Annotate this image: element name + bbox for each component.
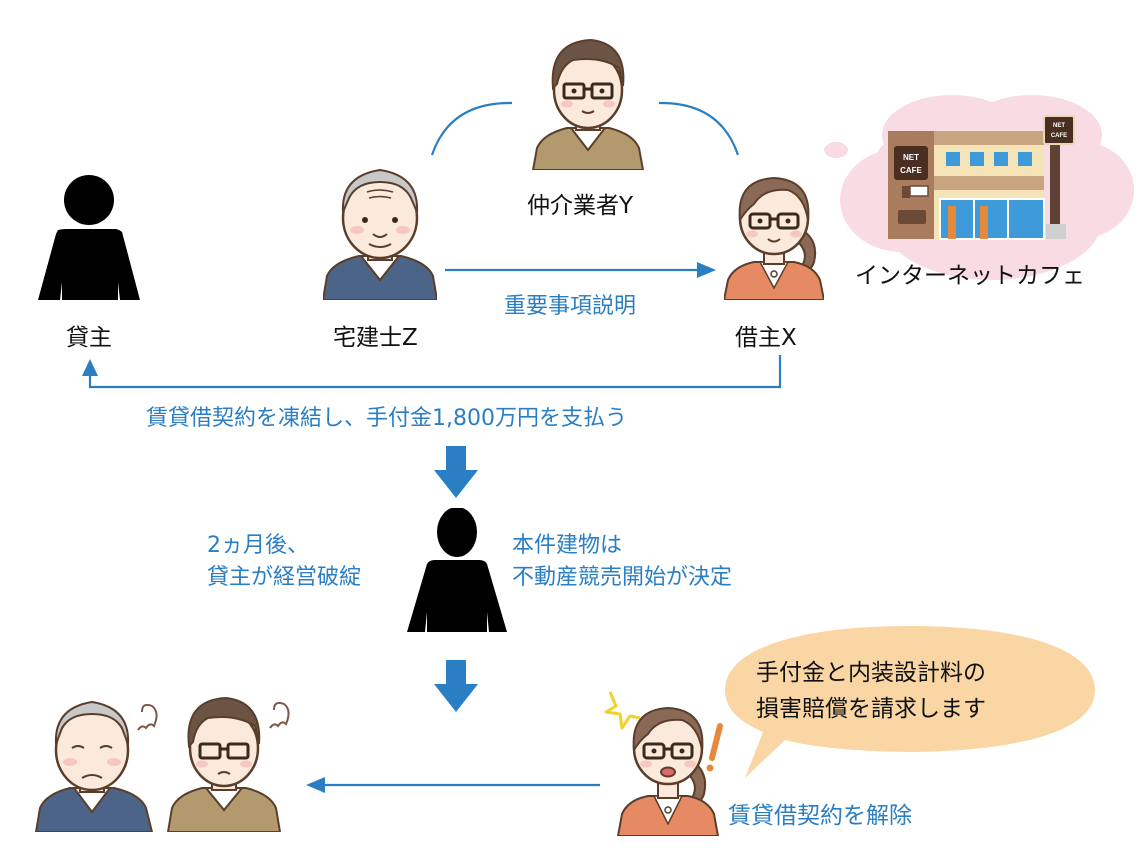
cafe-sign-line2: CAFE <box>900 166 922 175</box>
event-left-line2: 貸主が経営破綻 <box>207 565 362 590</box>
label-lessee-x: 借主X <box>735 325 797 351</box>
cancel-arrowhead <box>306 777 325 793</box>
event-auction-decided: 本件建物は 不動産競売開始が決定 <box>512 530 732 594</box>
event-left-line1: 2ヵ月後、 <box>207 533 309 558</box>
lessee-x-avatar-icon <box>724 176 824 300</box>
event-right-line1: 本件建物は <box>512 533 623 558</box>
cafe-sign-line1: NET <box>903 153 919 162</box>
down-arrow-2 <box>434 660 478 712</box>
agent-z-worried-avatar-icon <box>34 700 158 832</box>
lessor-silhouette-icon <box>38 175 140 300</box>
event-right-line2: 不動産競売開始が決定 <box>512 565 733 590</box>
caption-cancel-contract: 賃貸借契約を解除 <box>728 803 912 829</box>
lessee-x-surprised-avatar-icon <box>604 691 723 836</box>
contract-arrowhead <box>82 359 98 376</box>
speech-line1: 手付金と内装設計料の <box>756 660 986 686</box>
pole-sign-line1: NET <box>1053 123 1065 129</box>
broker-arc-right <box>658 101 740 156</box>
broker-y-worried-avatar-icon <box>166 696 290 832</box>
caption-contract-payment: 賃貸借契約を凍結し、手付金1,800万円を支払う <box>146 406 627 431</box>
label-internet-cafe: インターネットカフェ <box>855 263 1085 289</box>
explanation-arrowhead <box>697 262 716 278</box>
label-agent-z: 宅建士Z <box>333 325 418 351</box>
event-lessor-bankrupt: 2ヵ月後、 貸主が経営破綻 <box>207 530 361 594</box>
speech-text: 手付金と内装設計料の 損害賠償を請求します <box>756 655 986 727</box>
speech-line2: 損害賠償を請求します <box>756 696 986 722</box>
broker-y-avatar-icon <box>531 38 645 170</box>
contract-arrow-line <box>88 355 782 389</box>
pole-sign-line2: CAFE <box>1051 133 1067 139</box>
middle-silhouette-icon <box>407 508 507 632</box>
broker-arc-left <box>430 101 513 156</box>
label-lessor: 貸主 <box>66 325 112 351</box>
agent-z-avatar-icon <box>323 168 437 300</box>
down-arrow-1 <box>434 446 478 498</box>
caption-explanation: 重要事項説明 <box>504 294 637 319</box>
label-broker-y: 仲介業者Y <box>527 193 634 219</box>
speech-bubble <box>725 626 1095 778</box>
internet-cafe-building-icon: NET CAFE NET CAFE <box>888 115 1075 240</box>
